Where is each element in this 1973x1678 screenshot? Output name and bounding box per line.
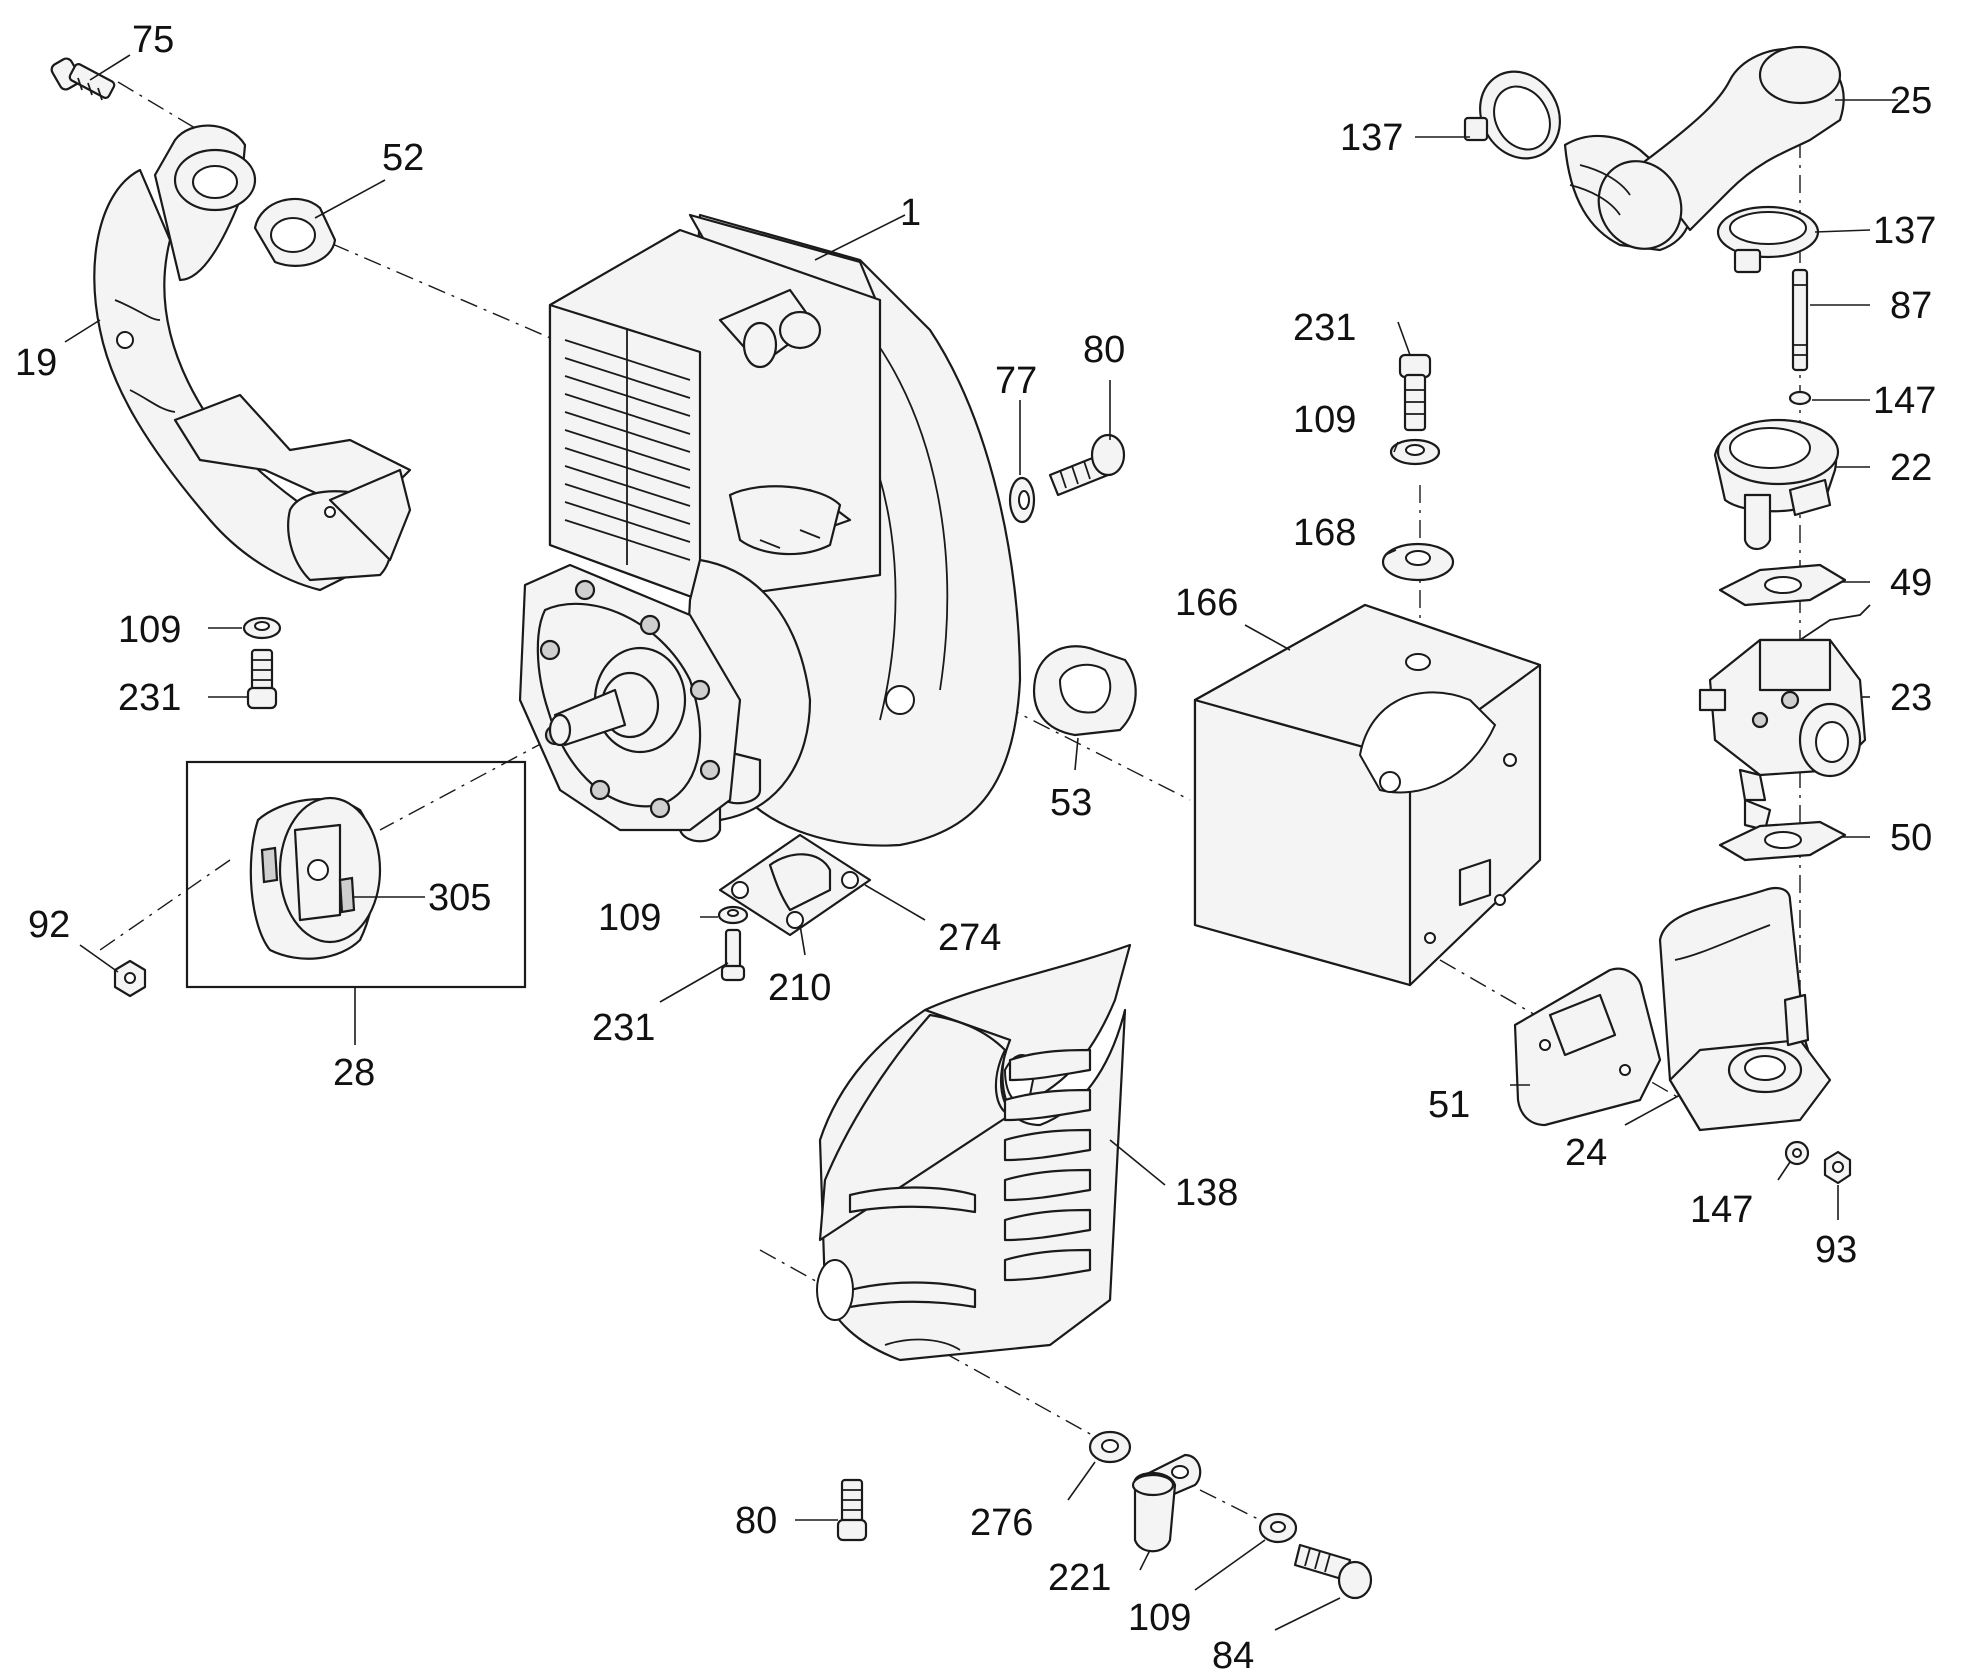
label-25: 25 [1890,80,1932,122]
label-23: 23 [1890,677,1932,719]
label-305: 305 [428,877,491,919]
bolt-80-top [1048,433,1126,497]
gasket-53 [1032,645,1137,737]
hose-clamp-137-right [1716,205,1820,274]
label-276: 276 [970,1502,1033,1544]
label-109-left: 109 [118,609,181,651]
clutch-305 [249,796,382,960]
part-labels: 75 52 1 137 25 137 87 147 22 49 23 50 19… [15,19,1936,1677]
washer-109-bracket [717,905,749,925]
label-166: 166 [1175,582,1238,624]
bolt-84 [1293,1543,1373,1600]
washer-109-left [242,616,282,640]
leader-lines [64,54,1898,1631]
nut-93 [1823,1150,1852,1185]
gasket-52 [253,197,337,267]
label-75: 75 [132,19,174,61]
label-147-top: 147 [1873,380,1936,422]
label-231-bracket: 231 [592,1007,655,1049]
label-80-top: 80 [1083,329,1125,371]
label-1: 1 [900,192,921,234]
grommet-168 [1381,542,1455,582]
label-274: 274 [938,917,1001,959]
label-87: 87 [1890,285,1932,327]
label-221: 221 [1048,1557,1111,1599]
label-109-bracket: 109 [598,897,661,939]
label-19: 19 [15,342,57,384]
label-77: 77 [995,360,1037,402]
carburetor-23 [1698,604,1871,832]
bolt-231-bracket [720,928,746,982]
label-50: 50 [1890,817,1932,859]
washer-77 [1008,476,1036,524]
label-137-top: 137 [1340,117,1403,159]
label-93: 93 [1815,1229,1857,1271]
washer-109-cover [1389,438,1441,466]
air-box-24 [1658,886,1832,1132]
fan-cover-138 [816,943,1132,1362]
label-22: 22 [1890,447,1932,489]
label-109-cover: 109 [1293,399,1356,441]
label-231-cover: 231 [1293,307,1356,349]
label-53: 53 [1050,782,1092,824]
label-52: 52 [382,137,424,179]
washer-109-bottom [1258,1512,1298,1544]
label-92: 92 [28,904,70,946]
clip-221 [1131,1453,1202,1553]
stud-87 [1791,268,1809,372]
washer-147-top [1788,390,1812,406]
washer-276 [1088,1430,1132,1464]
bolt-75 [50,57,116,101]
air-filter-cover-166 [1193,603,1542,987]
washer-147-bottom [1784,1140,1810,1166]
bolt-80-bottom [836,1478,868,1542]
hose-clamp-137-top [1463,70,1561,160]
muffler-19 [93,124,412,592]
clutch-assembly-box-28 [185,760,527,989]
label-28: 28 [333,1052,375,1094]
label-24: 24 [1565,1132,1607,1174]
label-147-bottom: 147 [1690,1189,1753,1231]
bolt-231-left [246,648,278,710]
label-84: 84 [1212,1635,1254,1677]
label-49: 49 [1890,562,1932,604]
carb-adapter-22 [1713,418,1840,551]
label-109-bottom: 109 [1128,1597,1191,1639]
label-80-bottom: 80 [735,1500,777,1542]
filter-plate-51 [1513,967,1662,1127]
label-231-left: 231 [118,677,181,719]
label-51: 51 [1428,1084,1470,1126]
gasket-50 [1718,820,1847,862]
label-138: 138 [1175,1172,1238,1214]
label-210: 210 [768,967,831,1009]
nut-92 [113,959,147,998]
intake-elbow-25 [1563,45,1845,252]
bolt-231-cover [1398,353,1432,432]
gasket-49 [1718,563,1847,607]
label-137-right: 137 [1873,210,1936,252]
bracket-274 [718,833,872,937]
engine-block-1 [518,213,1022,847]
label-168: 168 [1293,512,1356,554]
